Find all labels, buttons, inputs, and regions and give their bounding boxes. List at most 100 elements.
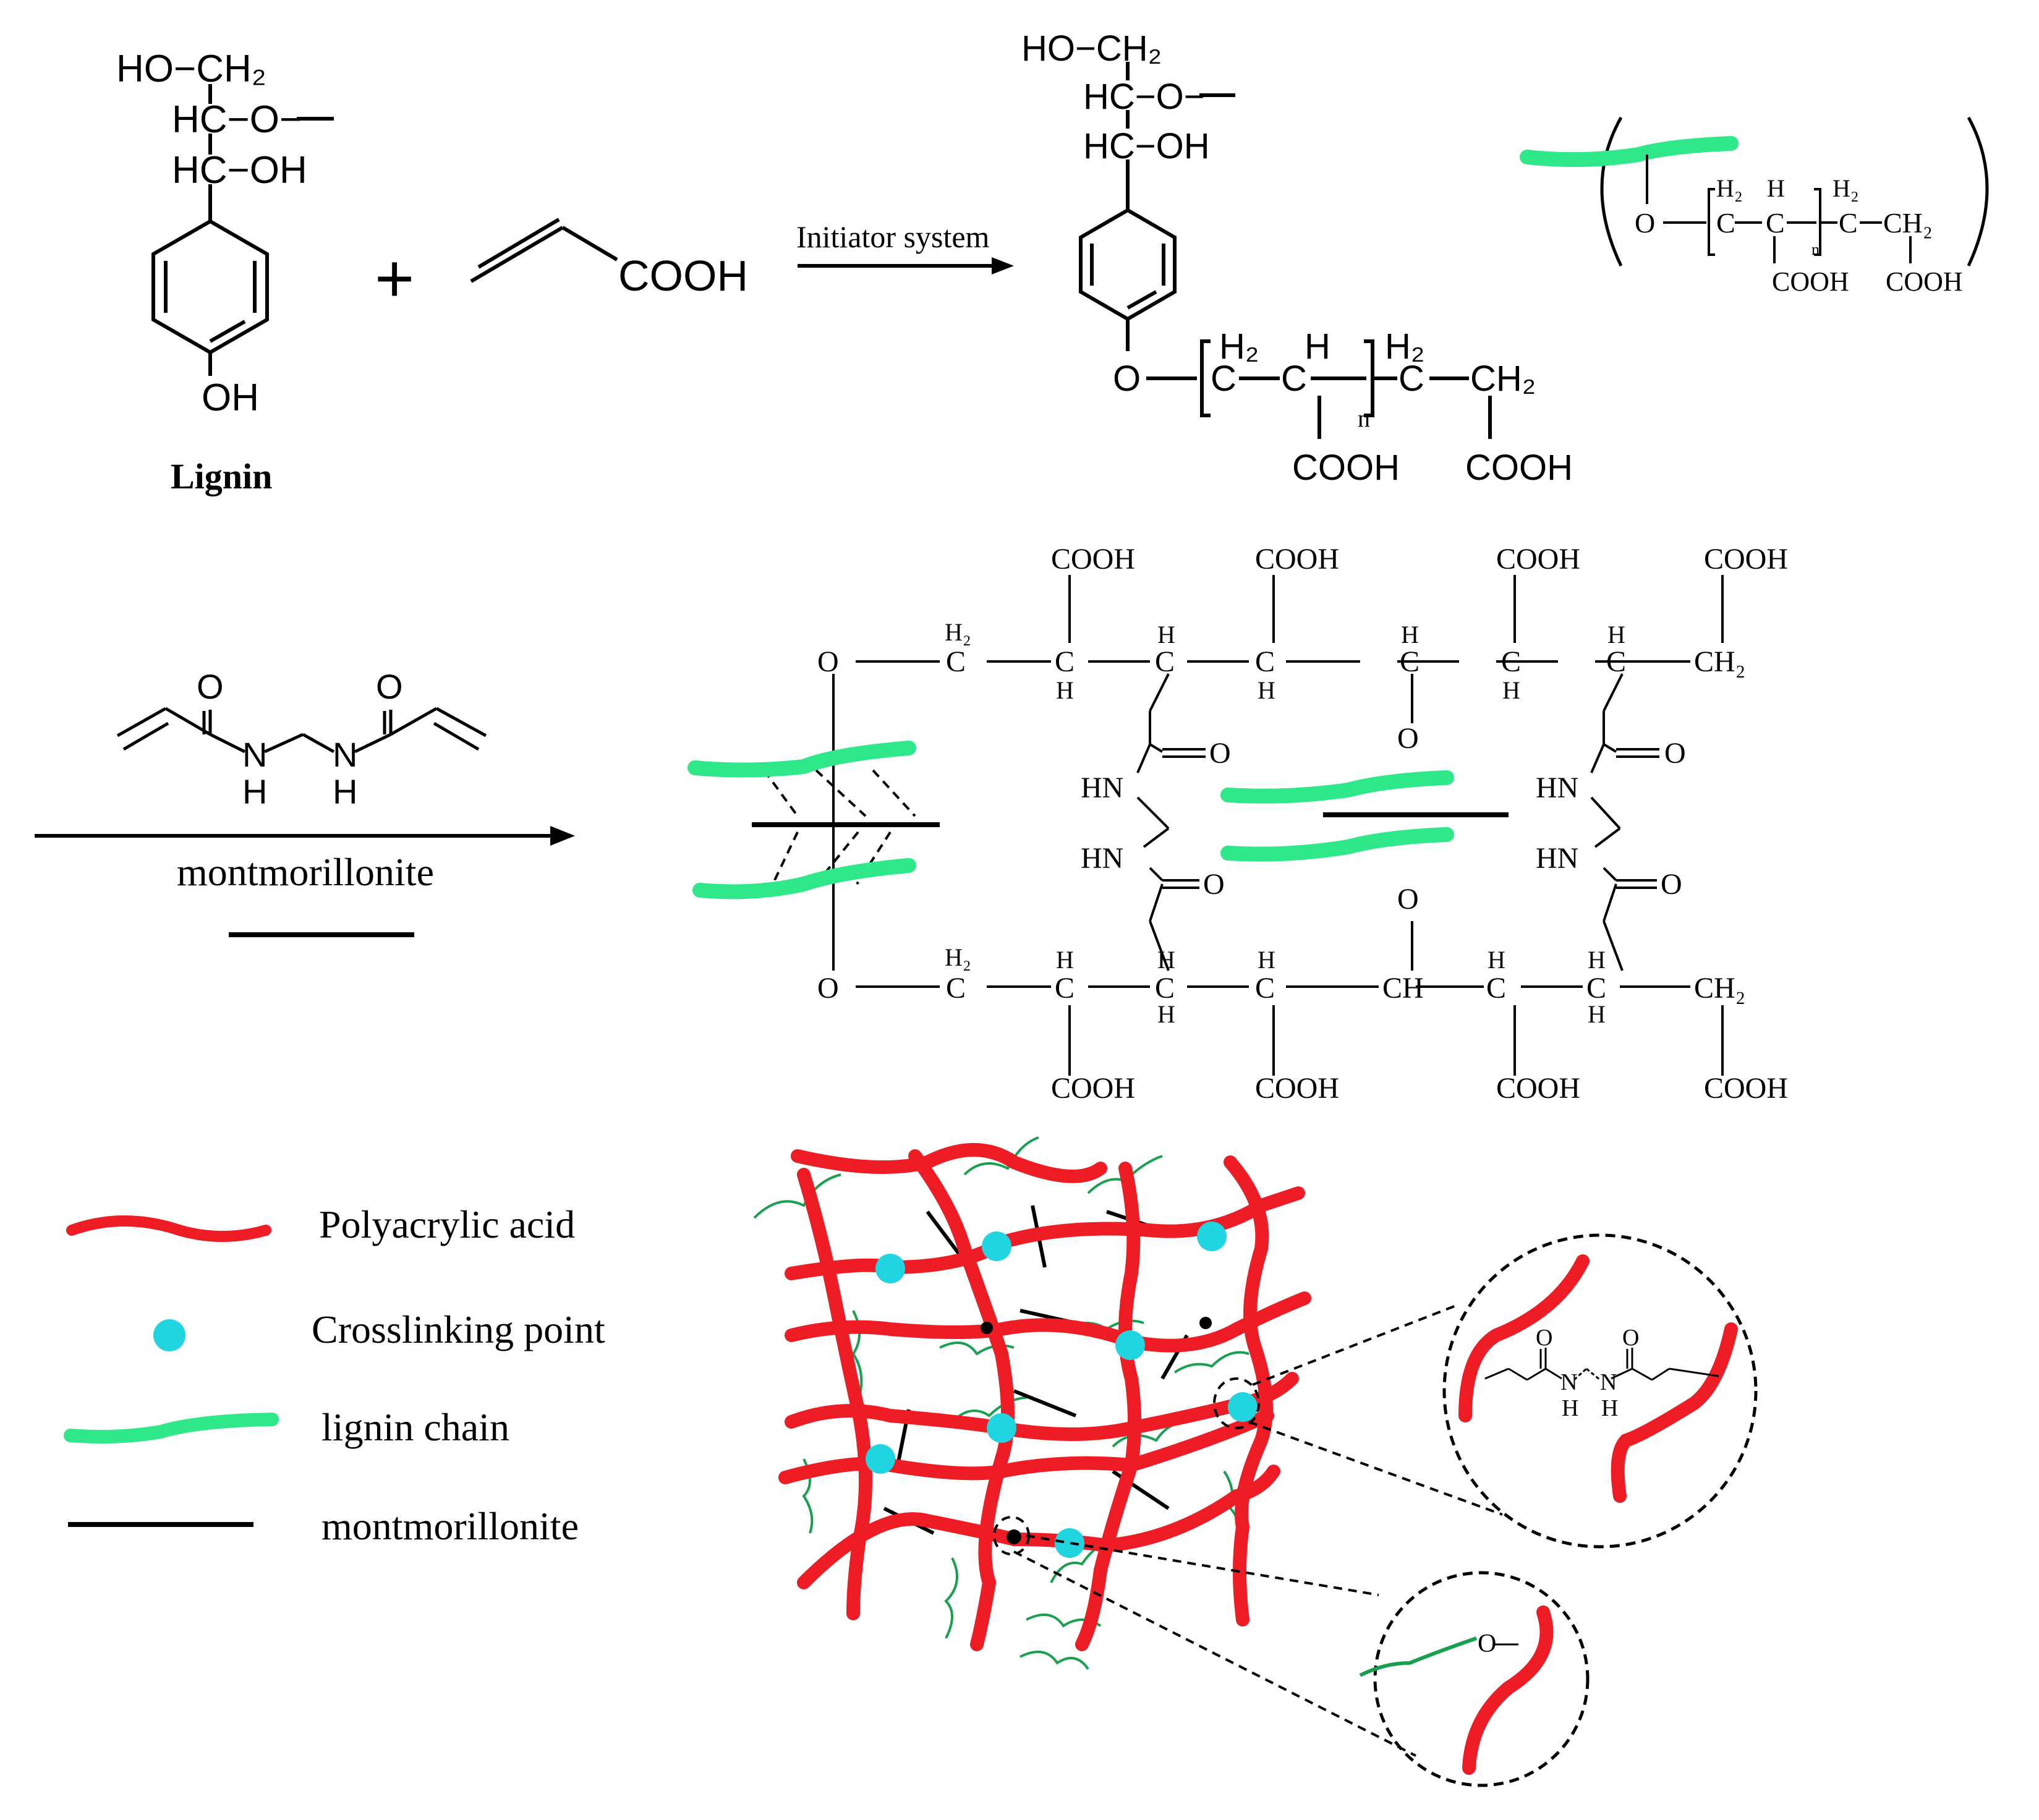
montmorillonite-arrow-label: montmorillonite xyxy=(177,850,434,894)
network-h-top-4: H xyxy=(1258,676,1275,704)
network-hn-3: HN xyxy=(1536,772,1578,804)
crosslinker-h-2: H xyxy=(333,772,357,811)
schematic-n: n xyxy=(1811,240,1820,258)
zoom-amide-o-1: O xyxy=(1536,1325,1552,1351)
zoom-amide-n-2: N xyxy=(1600,1369,1617,1395)
acrylic-acid-cooh: COOH xyxy=(618,252,748,300)
product-ch2: CH₂ xyxy=(1470,359,1536,399)
product-h: H xyxy=(1305,326,1330,367)
network-h2-bottom: H₂ xyxy=(945,943,971,971)
network-c-top-6: C xyxy=(1501,645,1521,678)
network-cooh-top-1: COOH xyxy=(1051,543,1135,576)
product-group-2: HC−O− xyxy=(1083,77,1205,117)
schematic-cooh-1: COOH xyxy=(1772,266,1849,297)
network-cooh-bottom-2: COOH xyxy=(1255,1072,1339,1105)
network-h-top-6: H xyxy=(1502,676,1520,704)
network-h-bottom-3b: H xyxy=(1157,1000,1175,1028)
network-o-amide-1: O xyxy=(1209,737,1231,770)
crosslinker-labels: O O N H N H xyxy=(197,667,403,811)
network-labels: O O C H₂ C H C H C H C H C H C H CH₂ COO… xyxy=(817,543,1788,1105)
network-montmorillonite xyxy=(752,812,1509,827)
schematic-h2-2: H₂ xyxy=(1833,174,1859,202)
crosslink-point xyxy=(987,1413,1016,1443)
network-c-top-7: C xyxy=(1606,645,1626,678)
network-o-top: O xyxy=(817,645,839,678)
schematic-cooh-2: COOH xyxy=(1886,266,1963,297)
zoom-amide-h-1: H xyxy=(1562,1395,1578,1421)
network-h-top-2: H xyxy=(1056,676,1074,704)
network-hn-4: HN xyxy=(1536,842,1578,875)
network-c-top-3: C xyxy=(1155,645,1175,678)
network-o-bottom: O xyxy=(817,972,839,1005)
legend-pam-swatch xyxy=(66,1215,271,1242)
network-hn-1: HN xyxy=(1081,772,1123,804)
legend-label-lignin: lignin chain xyxy=(321,1405,509,1449)
legend-label-crosslink: Crosslinking point xyxy=(312,1308,605,1351)
crosslink-point xyxy=(1055,1528,1084,1558)
product-cooh-2: COOH xyxy=(1465,448,1573,488)
schematic-c3: C xyxy=(1839,207,1858,239)
initiator-arrow xyxy=(798,257,1014,274)
crosslinker-n-2: N xyxy=(333,735,357,774)
crosslink-point xyxy=(875,1254,905,1283)
hydrogel-network xyxy=(753,1136,1503,1757)
product-h2-1: H₂ xyxy=(1219,326,1259,367)
crosslink-point xyxy=(866,1444,895,1474)
network-cooh-bottom-1: COOH xyxy=(1051,1072,1135,1105)
product-cooh-1: COOH xyxy=(1292,448,1400,488)
schematic-h2-1: H₂ xyxy=(1716,174,1743,202)
crosslink-point xyxy=(1228,1392,1258,1422)
grafted-lignin-labels: HO−CH₂ HC−O− HC−OH O C H₂ C H C H₂ CH₂ C… xyxy=(1021,28,1573,488)
network-c-bottom-6: C xyxy=(1586,972,1606,1005)
crosslinker-o-1: O xyxy=(197,667,224,706)
network-o-ether-2: O xyxy=(1397,883,1419,916)
network-c-bottom-4: C xyxy=(1255,972,1275,1005)
network-c-top-5: C xyxy=(1400,645,1420,678)
crosslink-point xyxy=(1115,1330,1145,1360)
network-ch2-top: CH₂ xyxy=(1694,645,1745,678)
lignin-label: Lignin xyxy=(171,456,272,496)
crosslinker-o-2: O xyxy=(376,667,403,706)
crosslink-point xyxy=(982,1231,1011,1261)
network-h-bottom-5: H xyxy=(1488,946,1505,974)
product-h2-2: H₂ xyxy=(1385,326,1424,367)
network-ch2-bottom: CH₂ xyxy=(1694,972,1745,1005)
product-n-subscript: n xyxy=(1358,404,1370,432)
crosslinker-h-1: H xyxy=(242,772,267,811)
network-cooh-bottom-3: COOH xyxy=(1496,1072,1580,1105)
product-o: O xyxy=(1113,359,1141,399)
network-h-top-7: H xyxy=(1607,621,1625,648)
network-h-bottom-6a: H xyxy=(1588,946,1606,974)
network-crosslink-points xyxy=(866,1222,1258,1558)
network-o-amide-3: O xyxy=(1664,737,1686,770)
network-c-bottom-3: C xyxy=(1155,972,1175,1005)
network-cooh-bottom-4: COOH xyxy=(1704,1072,1788,1105)
network-c-top-1: C xyxy=(946,645,966,678)
network-clay-sheets xyxy=(883,1205,1189,1535)
crosslinking-arrow xyxy=(35,826,575,846)
crosslinker-structure xyxy=(116,707,487,754)
zoom-ether-bond: O xyxy=(1359,1571,1590,1787)
network-h-bottom-4: H xyxy=(1258,946,1275,974)
lignin-oh: OH xyxy=(202,376,259,419)
network-cooh-top-2: COOH xyxy=(1255,543,1339,576)
network-h-bottom-6b: H xyxy=(1588,1000,1606,1028)
network-o-ether-1: O xyxy=(1397,722,1419,755)
crosslink-point xyxy=(1197,1222,1227,1251)
schematic-h: H xyxy=(1767,174,1785,202)
schematic-ch2: CH₂ xyxy=(1883,207,1933,239)
legend-label-pam: Polyacrylic acid xyxy=(319,1202,575,1246)
product-c2: C xyxy=(1281,359,1307,399)
network-c-top-4: C xyxy=(1255,645,1275,678)
plus-sign: + xyxy=(375,240,414,317)
network-c-top-2: C xyxy=(1055,645,1075,678)
network-ch-bottom: CH xyxy=(1382,972,1424,1005)
network-c-bottom-1: C xyxy=(946,972,966,1005)
legend-label-montmorillonite: montmorillonite xyxy=(321,1504,579,1548)
lignin-labels: HO−CH₂ HC−O− HC−OH OH xyxy=(116,48,307,419)
network-h-bottom-3a: H xyxy=(1157,946,1175,974)
schematic-c2: C xyxy=(1766,207,1785,239)
zoom-amide-h-2: H xyxy=(1601,1395,1618,1421)
network-lignin-chains xyxy=(687,741,1454,899)
